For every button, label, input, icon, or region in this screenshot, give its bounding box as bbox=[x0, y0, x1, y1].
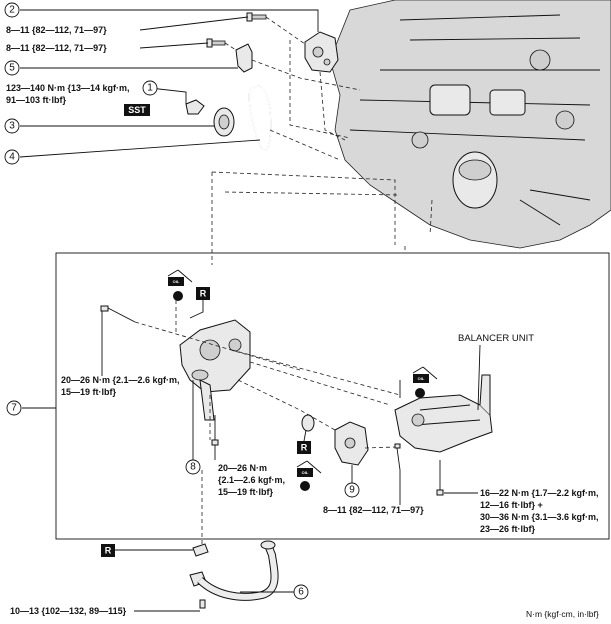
torque-label-part-8-line1: 20—26 N·m bbox=[218, 463, 267, 473]
torque-label-balancer-line4: 23—26 ft·lbf} bbox=[480, 524, 536, 534]
torque-label-part-9: 8—11 {82—112, 71—97} bbox=[323, 505, 424, 515]
callout-6: 6 bbox=[293, 584, 309, 600]
bolt-left bbox=[100, 305, 136, 323]
oil-badge-balancer: OIL bbox=[412, 366, 438, 398]
oil-badge-mid: OIL bbox=[296, 460, 322, 491]
balancer-unit-label: BALANCER UNIT bbox=[458, 333, 534, 344]
torque-label-part-8-line3: 15—19 ft·lbf} bbox=[218, 487, 274, 497]
box-alignment-lines bbox=[134, 246, 406, 545]
svg-text:2: 2 bbox=[9, 5, 15, 16]
leader-r-mid bbox=[303, 429, 307, 442]
torque-label-part-6: 10—13 {102—132, 89—115} bbox=[10, 606, 127, 616]
callout-3: 3 bbox=[4, 118, 20, 134]
svg-text:OIL: OIL bbox=[418, 376, 425, 381]
units-note: N·m {kgf·cm, in·lbf} bbox=[526, 609, 599, 619]
svg-text:OIL: OIL bbox=[173, 279, 180, 284]
balancer-unit bbox=[394, 374, 493, 453]
o-ring bbox=[301, 414, 315, 432]
svg-text:OIL: OIL bbox=[302, 470, 309, 475]
part-5-chain-tensioner bbox=[235, 43, 253, 73]
bolt-2 bbox=[246, 12, 267, 22]
oil-pump-body bbox=[179, 319, 251, 421]
replace-badge-top: R bbox=[196, 287, 210, 300]
torque-label-part-2: 8—11 {82—112, 71—97} bbox=[6, 25, 107, 35]
callout-1: 1 bbox=[142, 80, 158, 96]
bolt-balancer bbox=[436, 460, 444, 496]
callout-9: 9 bbox=[344, 482, 360, 498]
callout-5: 5 bbox=[4, 60, 20, 76]
part-1-bolt bbox=[185, 99, 205, 115]
svg-text:R: R bbox=[105, 546, 112, 556]
torque-label-part-7-line1: 20—26 N·m {2.1—2.6 kgf·m, bbox=[61, 375, 180, 385]
torque-label-part-7-line2: 15—19 ft·lbf} bbox=[61, 387, 117, 397]
svg-text:6: 6 bbox=[298, 587, 304, 598]
part-2-chain-guide bbox=[304, 31, 339, 73]
svg-text:3: 3 bbox=[9, 121, 15, 132]
leader-r-top bbox=[189, 300, 204, 319]
part-9-pump-cover bbox=[334, 421, 369, 466]
svg-text:R: R bbox=[301, 443, 308, 453]
part-4-oil-pump-chain bbox=[248, 85, 272, 151]
torque-label-balancer-line2: 12—16 ft·lbf} + bbox=[480, 500, 543, 510]
callout-4: 4 bbox=[4, 149, 20, 165]
top-alignment-lines bbox=[211, 16, 433, 265]
part-6-oil-strainer bbox=[189, 540, 279, 609]
assembly-frame-7 bbox=[55, 252, 610, 540]
bolt-5 bbox=[206, 38, 226, 48]
part-3-sprocket bbox=[213, 107, 235, 137]
svg-text:4: 4 bbox=[9, 152, 15, 163]
torque-label-part-5: 8—11 {82—112, 71—97} bbox=[6, 43, 107, 53]
torque-label-part-8-line2: {2.1—2.6 kgf·m, bbox=[218, 475, 285, 485]
replace-badge-bottom: R bbox=[101, 544, 115, 557]
replace-badge-mid: R bbox=[297, 441, 311, 454]
callout-7: 7 bbox=[6, 400, 22, 416]
svg-text:8: 8 bbox=[190, 462, 196, 473]
callout-2: 2 bbox=[4, 2, 20, 18]
engine-block bbox=[329, 0, 611, 249]
sst-badge: SST bbox=[124, 104, 150, 116]
torque-label-part-1-line2: 91—103 ft·lbf} bbox=[6, 95, 67, 105]
svg-text:SST: SST bbox=[128, 105, 146, 115]
leader-balancer bbox=[477, 344, 481, 411]
oil-badge-top: OIL bbox=[167, 269, 193, 301]
svg-text:R: R bbox=[200, 289, 207, 299]
svg-text:5: 5 bbox=[9, 63, 15, 74]
torque-label-balancer-line1: 16—22 N·m {1.7—2.2 kgf·m, bbox=[480, 488, 599, 498]
top-leaders bbox=[19, 9, 319, 158]
torque-label-balancer-line3: 30—36 N·m {3.1—3.6 kgf·m, bbox=[480, 512, 599, 522]
svg-text:9: 9 bbox=[349, 485, 355, 496]
torque-label-part-1-line1: 123—140 N·m {13—14 kgf·m, bbox=[6, 83, 130, 93]
callout-8: 8 bbox=[185, 459, 201, 475]
svg-text:1: 1 bbox=[147, 83, 153, 94]
bolt-9 bbox=[394, 443, 401, 471]
svg-text:7: 7 bbox=[11, 403, 17, 414]
